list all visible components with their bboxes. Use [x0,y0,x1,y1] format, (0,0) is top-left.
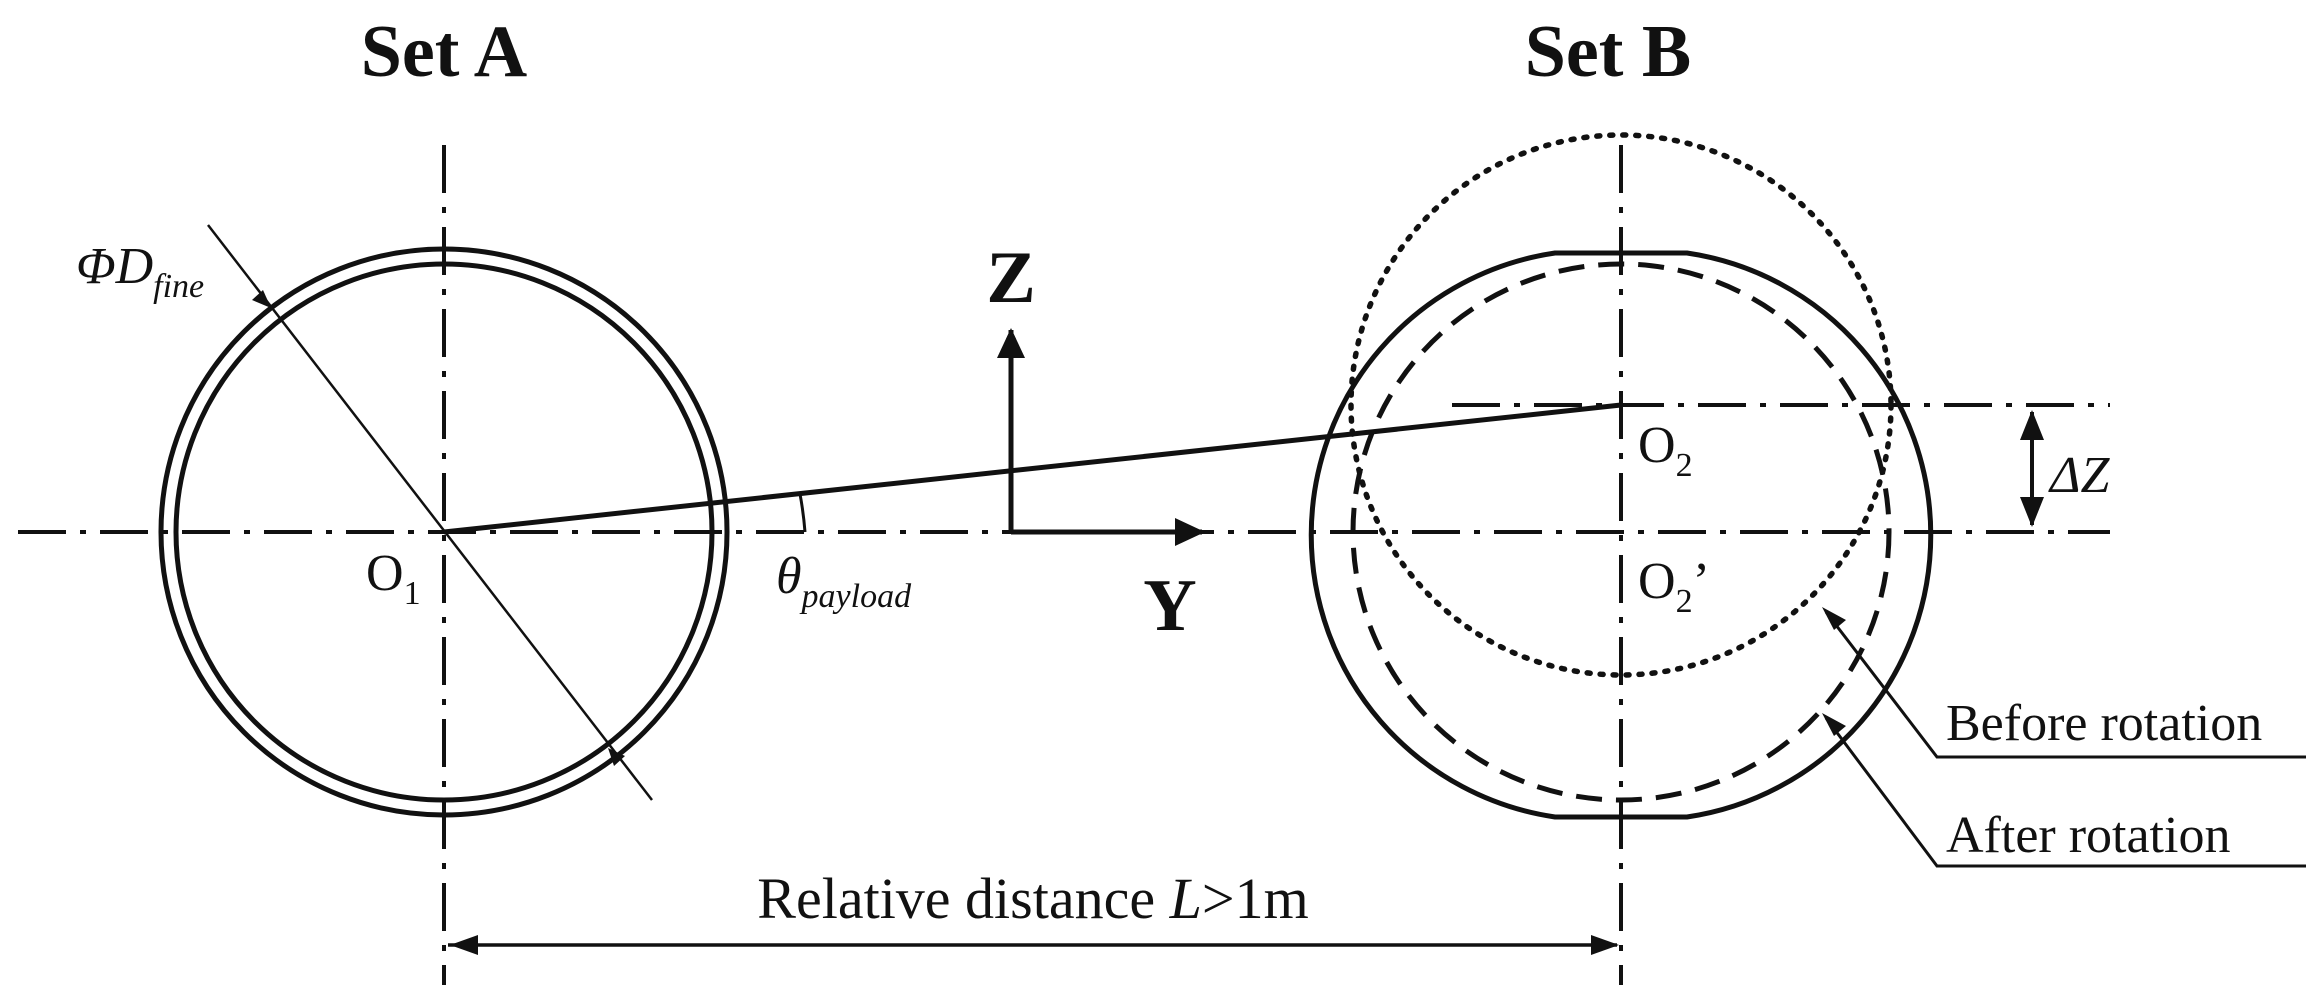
distance-arrow-left [450,935,478,955]
after-rotation-circle [1350,261,1892,803]
delta-z-arrow-bottom [2020,497,2044,527]
line-o1-to-o2 [443,402,1622,535]
before-rotation-circle [1348,132,1894,678]
after-rotation-leader [1824,717,2306,868]
angle-label: θpayload [776,548,912,615]
delta-z-label: ΔZ [2048,447,2111,504]
y-axis-label: Y [1143,565,1196,647]
o2-prime-label: O2’ [1638,553,1710,620]
z-axis-label: Z [986,237,1035,319]
diameter-line [207,224,653,801]
o1-label: O1 [366,545,421,612]
y-axis-arrowhead [1175,518,1205,546]
set-a-outer-circle [158,246,730,818]
after-rotation-label: After rotation [1946,807,2230,864]
distance-arrow-right [1591,935,1619,955]
diameter-label: ΦDfine [76,238,204,305]
relative-distance-label: Relative distance L>1m [757,866,1308,931]
set-b-title: Set B [1525,11,1692,93]
set-b-solid-boundary [1308,250,1934,820]
before-rotation-leader-arrow [1822,607,1846,630]
angle-arc [798,493,807,533]
z-axis-arrowhead [997,328,1025,358]
before-rotation-label: Before rotation [1946,695,2262,752]
delta-z-arrow-top [2020,410,2044,440]
set-a-title: Set A [361,11,528,93]
before-rotation-leader [1824,611,2306,759]
after-rotation-leader-arrow [1822,713,1846,736]
diameter-arrow-top [252,290,271,308]
o2-label: O2 [1638,417,1693,484]
set-a-inner-circle [173,261,715,803]
diameter-arrow-bottom [608,748,625,766]
